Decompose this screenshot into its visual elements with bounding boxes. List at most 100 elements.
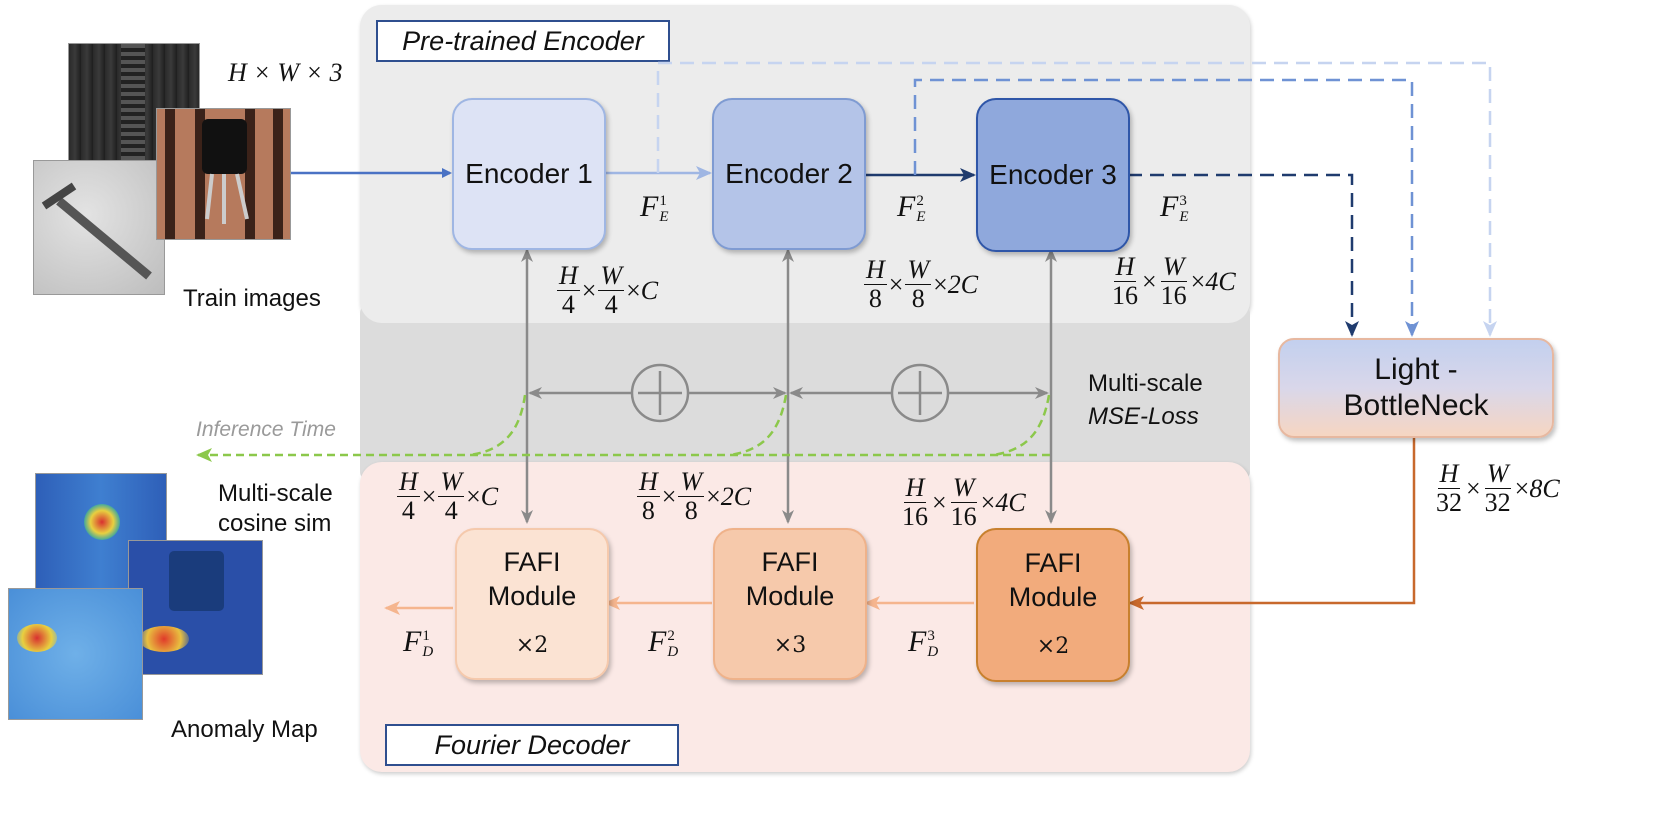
shape-bn-wn: W bbox=[1484, 459, 1511, 489]
fd1-sup: 1 bbox=[422, 628, 430, 645]
input-shape: H × W × 3 bbox=[228, 58, 343, 88]
shape-dec-2-x2: × bbox=[706, 481, 721, 511]
anomaly-map-label: Anomaly Map bbox=[171, 716, 318, 743]
shape-enc-1-x2: × bbox=[626, 275, 641, 305]
fe3-sub: E bbox=[1179, 209, 1189, 226]
shape-dec-1-c: C bbox=[480, 481, 499, 511]
encoder-1-label: Encoder 1 bbox=[465, 158, 593, 189]
fafi-module-2: FAFI Module ×3 bbox=[713, 528, 867, 680]
encoder-2-label: Encoder 2 bbox=[725, 158, 853, 189]
fe1-sup: 1 bbox=[659, 193, 667, 210]
fd3-sym: F bbox=[908, 625, 927, 658]
shape-enc-2-c: 2C bbox=[947, 269, 979, 299]
shape-dec-2-x1: × bbox=[661, 481, 677, 511]
shape-enc-1-c: C bbox=[640, 275, 659, 305]
shape-enc-2-x2: × bbox=[933, 269, 948, 299]
shape-enc-3-x1: × bbox=[1142, 266, 1157, 296]
shape-enc-3-c: 4C bbox=[1205, 266, 1236, 296]
fafi-module-1: FAFI Module ×2 bbox=[455, 528, 609, 680]
shape-enc-2-hd: 8 bbox=[868, 284, 882, 313]
fafi-2-line2: Module bbox=[745, 581, 835, 611]
fd2-sym: F bbox=[648, 625, 667, 658]
shape-bn-hn: H bbox=[1437, 459, 1461, 489]
fafi-3-line2: Module bbox=[1008, 582, 1098, 612]
shape-dec-2-c: 2C bbox=[720, 481, 752, 511]
anomaly-map-screw bbox=[8, 588, 143, 720]
fd2-sup: 2 bbox=[667, 628, 675, 645]
shape-enc-2-hn: H bbox=[864, 255, 887, 285]
shape-enc-2-x1: × bbox=[888, 269, 904, 299]
shape-dec-2-wn: W bbox=[678, 467, 705, 497]
fafi-3-line1: FAFI bbox=[1024, 548, 1082, 578]
fafi-1-line1: FAFI bbox=[503, 547, 561, 577]
encoder-3-label: Encoder 3 bbox=[989, 159, 1117, 190]
fafi-1-repeat: ×2 bbox=[515, 633, 549, 658]
shape-enc-2-wn: W bbox=[905, 255, 932, 285]
anomaly-map-transistor bbox=[128, 540, 263, 675]
decoder-panel-label: Fourier Decoder bbox=[385, 724, 679, 766]
light-bottleneck: Light - BottleNeck bbox=[1278, 338, 1554, 438]
shape-enc-3-hn: H bbox=[1113, 252, 1137, 282]
fe1-sym: F bbox=[640, 190, 659, 223]
shape-bn-x2: × bbox=[1514, 473, 1530, 503]
shape-enc-1-hd: 4 bbox=[561, 290, 575, 319]
fd3-sup: 3 bbox=[927, 628, 935, 645]
shape-enc-2-wd: 8 bbox=[911, 284, 925, 313]
encoder-1: Encoder 1 bbox=[452, 98, 606, 250]
fe2-sym: F bbox=[897, 190, 916, 223]
shape-enc-1-wd: 4 bbox=[604, 290, 618, 319]
shape-enc-3-wd: 16 bbox=[1160, 281, 1187, 310]
shape-dec-3-x2: × bbox=[980, 487, 996, 517]
shape-enc-1-hn: H bbox=[557, 261, 580, 291]
fd2-sub: D bbox=[667, 644, 679, 661]
fafi-2-repeat: ×3 bbox=[773, 633, 807, 658]
fd1-sym: F bbox=[403, 625, 422, 658]
shape-bn-c: 8C bbox=[1529, 473, 1560, 503]
train-image-transistor bbox=[156, 108, 291, 240]
shape-enc-3-hd: 16 bbox=[1112, 281, 1138, 310]
shape-dec-1-x2: × bbox=[466, 481, 481, 511]
shape-bn-x1: × bbox=[1466, 473, 1481, 503]
fd3-sub: D bbox=[927, 644, 939, 661]
mse-label-1: Multi-scale bbox=[1088, 370, 1203, 397]
shape-dec-3-hd: 16 bbox=[902, 502, 928, 531]
encoder-2: Encoder 2 bbox=[712, 98, 866, 250]
shape-dec-3-wn: W bbox=[950, 473, 977, 503]
shape-dec-3-c: 4C bbox=[995, 487, 1026, 517]
fafi-3-repeat: ×2 bbox=[1036, 634, 1070, 659]
shape-bn-hd: 32 bbox=[1436, 488, 1462, 517]
train-image-screw bbox=[33, 160, 165, 295]
fe2-sub: E bbox=[916, 209, 926, 226]
fafi-module-3: FAFI Module ×2 bbox=[976, 528, 1130, 682]
shape-bn-wd: 32 bbox=[1484, 488, 1511, 517]
shape-dec-1-hn: H bbox=[397, 467, 420, 497]
fafi-1-line2: Module bbox=[487, 581, 577, 611]
fe3-sup: 3 bbox=[1179, 193, 1187, 210]
shape-enc-3-wn: W bbox=[1160, 252, 1187, 282]
shape-enc-3-x2: × bbox=[1190, 266, 1206, 296]
shape-dec-3-wd: 16 bbox=[950, 502, 977, 531]
fe1-sub: E bbox=[659, 209, 669, 226]
shape-dec-2-hd: 8 bbox=[641, 496, 655, 525]
shape-dec-1-wn: W bbox=[438, 467, 465, 497]
inference-time-label: Inference Time bbox=[196, 418, 336, 441]
bottleneck-line2: BottleNeck bbox=[1343, 389, 1489, 422]
shape-dec-2-hn: H bbox=[637, 467, 660, 497]
shape-dec-1-wd: 4 bbox=[444, 496, 458, 525]
fd1-sub: D bbox=[422, 644, 434, 661]
shape-dec-3-x1: × bbox=[932, 487, 947, 517]
shape-enc-1-wn: W bbox=[598, 261, 625, 291]
cosine-label-1: Multi-scale bbox=[218, 480, 333, 507]
shape-enc-1-x1: × bbox=[581, 275, 597, 305]
